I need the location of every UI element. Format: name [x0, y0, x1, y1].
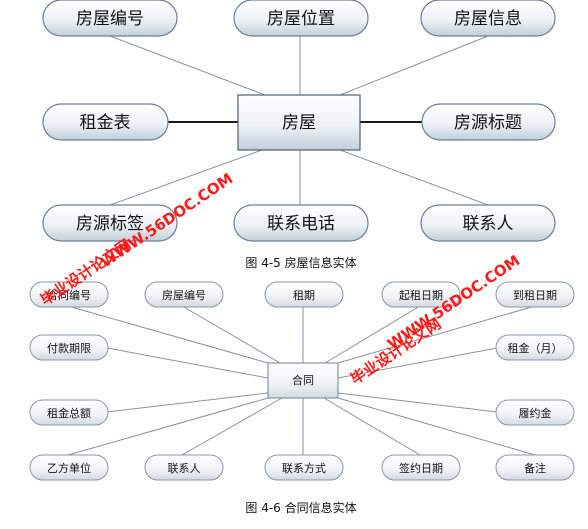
- figure1-center-label: 房屋: [282, 113, 316, 133]
- figure2-attr-contract-id: 合同编号: [29, 281, 109, 308]
- figure2-attr-start-date: 起租日期: [381, 281, 461, 308]
- figure1-attr-rent-table: 租金表: [42, 103, 169, 141]
- figure2-attr-label: 租金总额: [47, 406, 91, 420]
- figure1-attr-label: 联系电话: [267, 214, 335, 234]
- figure2-attr-remarks: 备注: [495, 454, 575, 481]
- figure1-attr-label: 房源标题: [454, 113, 522, 133]
- figure2-attr-monthly-rent: 租金（月）: [495, 334, 575, 361]
- figure1-attr-house-location: 房屋位置: [233, 0, 369, 37]
- figure2-attr-label: 租期: [293, 289, 315, 302]
- figure2-attr-deposit: 履约金: [495, 399, 575, 426]
- figure2-attr-lease-term: 租期: [264, 281, 344, 308]
- figure2-attr-payment-term: 付款期限: [29, 334, 109, 361]
- figure1-caption: 图 4-5 房屋信息实体: [245, 255, 356, 270]
- figure2-attr-label: 房屋编号: [162, 288, 206, 302]
- figure2-attr-end-date: 到租日期: [495, 281, 575, 308]
- figure2-connectors: [67, 305, 536, 456]
- figure1-attr-house-info: 房屋信息: [420, 0, 556, 37]
- figure1-attr-label: 联系人: [463, 214, 514, 234]
- figure2-attr-label: 到租日期: [513, 289, 557, 302]
- figure2-attr-label: 租金（月）: [508, 341, 563, 355]
- figure2-attr-total-rent: 租金总额: [29, 399, 109, 426]
- figure1-attr-house-id: 房屋编号: [42, 0, 178, 37]
- figure2-attr-label: 合同编号: [47, 288, 91, 302]
- figure1-connectors: [109, 35, 489, 206]
- figure2-attr-house-id: 房屋编号: [144, 281, 224, 308]
- figure1-attr-phone: 联系电话: [233, 204, 369, 242]
- figure2-attr-signing-date: 签约日期: [381, 454, 461, 481]
- figure2-attr-label: 备注: [524, 461, 546, 475]
- figure2-attr-label: 履约金: [519, 406, 552, 420]
- figure2-attr-label: 乙方单位: [47, 461, 91, 475]
- figure1-attr-label: 房屋位置: [267, 9, 335, 29]
- figure2-center-label: 合同: [292, 373, 314, 387]
- figure2-entity-hetong: 合同: [267, 362, 339, 399]
- figure2-attr-label: 起租日期: [399, 289, 443, 302]
- figure2-attr-label: 签约日期: [399, 461, 443, 475]
- figure2-caption: 图 4-6 合同信息实体: [245, 500, 356, 515]
- figure1-entity-fangwu: 房屋: [237, 94, 361, 151]
- figure2-attr-party-b: 乙方单位: [29, 454, 109, 481]
- figure1-attr-listing-title: 房源标题: [421, 103, 556, 141]
- figure1-attr-label: 房屋编号: [76, 9, 144, 29]
- figure1-attr-listing-tag: 房源标签: [42, 204, 178, 242]
- figure1-attr-label: 房源标签: [76, 214, 144, 234]
- figure2-attr-contact-person: 联系人: [144, 454, 224, 481]
- figure2-attr-label: 联系方式: [282, 461, 326, 475]
- figure2-attr-label: 付款期限: [47, 341, 91, 355]
- figure2-attr-contact-method: 联系方式: [264, 454, 344, 481]
- figure1-attr-label: 租金表: [80, 113, 131, 133]
- watermark-right: 毕业设计论文网 WWW.56DOC.COM: [347, 251, 523, 388]
- figure1-attr-label: 房屋信息: [454, 9, 522, 29]
- figure1-attr-contact: 联系人: [420, 204, 556, 242]
- figure2-attr-label: 联系人: [168, 462, 201, 475]
